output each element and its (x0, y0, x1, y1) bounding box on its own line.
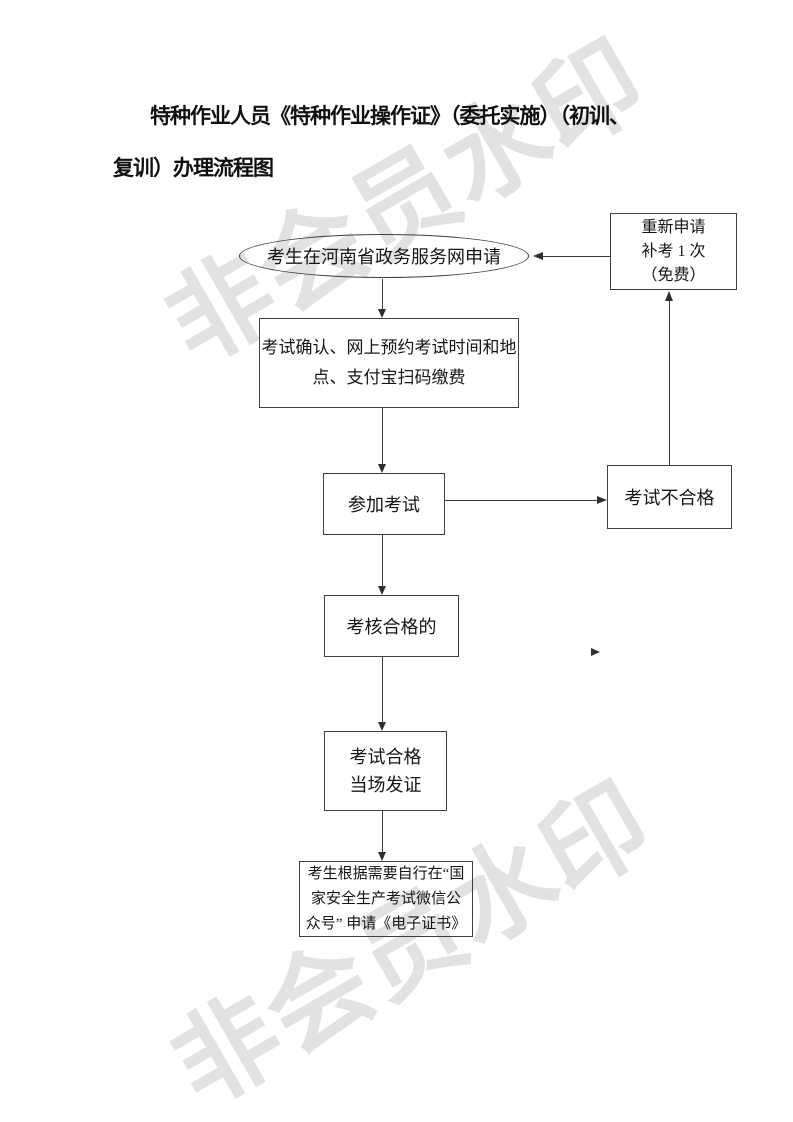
arrowhead-up-icon (665, 291, 673, 301)
arrowhead-right-icon (597, 496, 607, 504)
flow-node-reapply: 重新申请 补考 1 次 （免费） (610, 213, 737, 290)
flow-node-ecert-line2: 家安全生产考试微信公 (310, 890, 461, 907)
flow-node-reapply-line1: 重新申请 (641, 218, 706, 236)
arrowhead-down-icon (378, 309, 386, 318)
flow-node-ecert-line1: 考生根据需要自行在“国 (307, 865, 465, 882)
connector-reapply-to-start-line (543, 256, 610, 257)
flow-node-assessment-passed-label: 考核合格的 (346, 617, 437, 637)
flow-node-take-exam: 参加考试 (323, 473, 445, 535)
document-title-line1: 特种作业人员《特种作业操作证》（委托实施）（初训、 (150, 104, 630, 128)
connector-exam-to-fail-line (445, 500, 598, 501)
arrowhead-down-icon (378, 464, 386, 473)
stray-arrowhead-right-icon (591, 648, 600, 656)
connector-issue-to-ecert-line (382, 811, 383, 852)
flow-node-confirm-line1: 考试确认、网上预约考试时间和地 (261, 338, 517, 357)
arrowhead-down-icon (378, 722, 386, 731)
flow-node-reapply-line2: 补考 1 次 (641, 242, 706, 260)
flow-node-exam-failed: 考试不合格 (607, 465, 732, 529)
connector-start-to-confirm-line (382, 279, 383, 309)
flow-node-confirm-booking-payment: 考试确认、网上预约考试时间和地 点、支付宝扫码缴费 (259, 318, 519, 408)
arrowhead-down-icon (378, 852, 386, 861)
flow-node-take-exam-label: 参加考试 (348, 495, 420, 515)
connector-confirm-to-exam-line (382, 408, 383, 464)
flow-node-reapply-line3: （免费） (641, 266, 706, 284)
flow-node-assessment-passed: 考核合格的 (324, 595, 459, 657)
flow-node-confirm-line2: 点、支付宝扫码缴费 (312, 368, 466, 387)
flow-node-issue-line2: 当场发证 (349, 775, 422, 795)
flow-node-start-ellipse: 考生在河南省政务服务网申请 (239, 234, 529, 278)
flow-node-exam-failed-label: 考试不合格 (624, 488, 715, 508)
connector-assessment-to-issue-line (382, 657, 383, 722)
flow-node-pass-issue-certificate: 考试合格 当场发证 (324, 731, 447, 811)
flow-node-ecertificate: 考生根据需要自行在“国 家安全生产考试微信公 众号” 申请《电子证书》 (299, 861, 473, 937)
flow-node-issue-line1: 考试合格 (349, 747, 422, 767)
connector-fail-to-reapply-line (669, 300, 670, 465)
arrowhead-left-icon (533, 252, 543, 260)
connector-exam-to-assessment-line (382, 535, 383, 586)
arrowhead-down-icon (378, 586, 386, 595)
flow-node-ecert-line3: 众号” 申请《电子证书》 (305, 915, 467, 932)
flow-node-start-label: 考生在河南省政务服务网申请 (267, 247, 501, 267)
document-title-line2: 复训）办理流程图 (113, 156, 274, 180)
